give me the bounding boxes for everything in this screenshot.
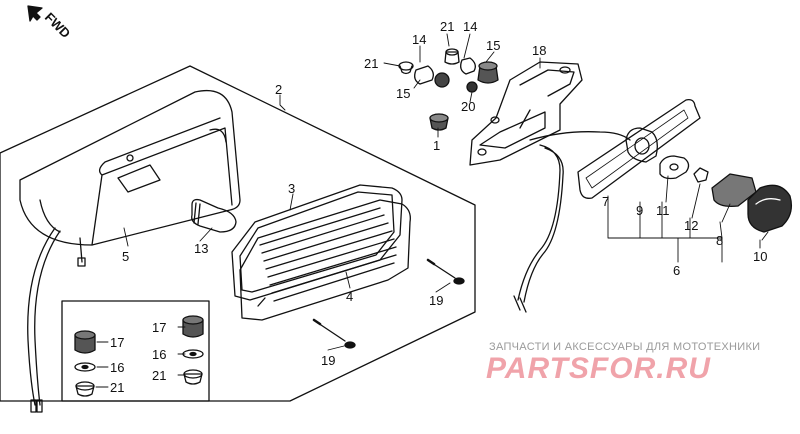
license-light-socket xyxy=(625,127,658,163)
callout-16a: 16 xyxy=(110,360,124,375)
callout-15a: 15 xyxy=(396,86,410,101)
callout-14b: 14 xyxy=(463,19,477,34)
lens-gasket xyxy=(231,184,403,301)
callout-21b: 21 xyxy=(440,19,454,34)
callout-6: 6 xyxy=(673,263,680,278)
callout-5: 5 xyxy=(122,249,129,264)
callout-13: 13 xyxy=(194,241,208,256)
callout-15b: 15 xyxy=(486,38,500,53)
callout-7: 7 xyxy=(602,194,609,209)
callout-labels: 1 2 3 4 5 6 7 8 9 10 11 12 13 14 14 15 1… xyxy=(110,19,767,395)
license-light-bulb xyxy=(693,167,709,183)
callout-17b: 17 xyxy=(152,320,166,335)
assembly-box xyxy=(0,65,476,402)
callout-9: 9 xyxy=(636,203,643,218)
callout-19b: 19 xyxy=(321,353,335,368)
callout-19a: 19 xyxy=(429,293,443,308)
leader-lines xyxy=(95,33,769,388)
fwd-label: FWD xyxy=(42,10,74,42)
fwd-arrow-icon xyxy=(27,5,43,22)
callout-11: 11 xyxy=(656,203,670,218)
bulb xyxy=(191,198,237,233)
callout-12: 12 xyxy=(684,218,698,233)
taillight-wire-harness xyxy=(27,227,86,413)
callout-20: 20 xyxy=(461,99,475,114)
license-light-gasket xyxy=(659,155,690,180)
bracket-wire xyxy=(517,131,631,303)
top-hardware xyxy=(398,48,499,131)
grommet-box xyxy=(61,300,210,402)
grommet-set-right xyxy=(182,315,204,385)
callout-21c: 21 xyxy=(110,380,124,395)
license-light-lens-holder xyxy=(711,173,757,208)
callout-8: 8 xyxy=(716,233,723,248)
watermark-tagline: ЗАПЧАСТИ И АКСЕССУАРЫ ДЛЯ МОТОТЕХНИКИ xyxy=(489,341,761,353)
callout-10: 10 xyxy=(753,249,767,264)
callout-16b: 16 xyxy=(152,347,166,362)
callout-18: 18 xyxy=(532,43,546,58)
grommet-set-left xyxy=(74,330,96,397)
callout-14a: 14 xyxy=(412,32,426,47)
callout-21a: 21 xyxy=(364,56,378,71)
callout-21d: 21 xyxy=(152,368,166,383)
license-light-cover xyxy=(747,184,793,233)
callout-1: 1 xyxy=(433,138,440,153)
taillight-lens xyxy=(239,199,411,321)
callout-17a: 17 xyxy=(110,335,124,350)
lens-screws xyxy=(312,258,465,349)
callout-4: 4 xyxy=(346,289,353,304)
callout-3: 3 xyxy=(288,181,295,196)
watermark-brand: PARTSFOR.RU xyxy=(486,352,711,385)
license-bracket xyxy=(469,61,583,166)
callout-2: 2 xyxy=(275,82,282,97)
taillight-housing xyxy=(19,89,241,246)
license-light-reflector xyxy=(577,98,701,199)
